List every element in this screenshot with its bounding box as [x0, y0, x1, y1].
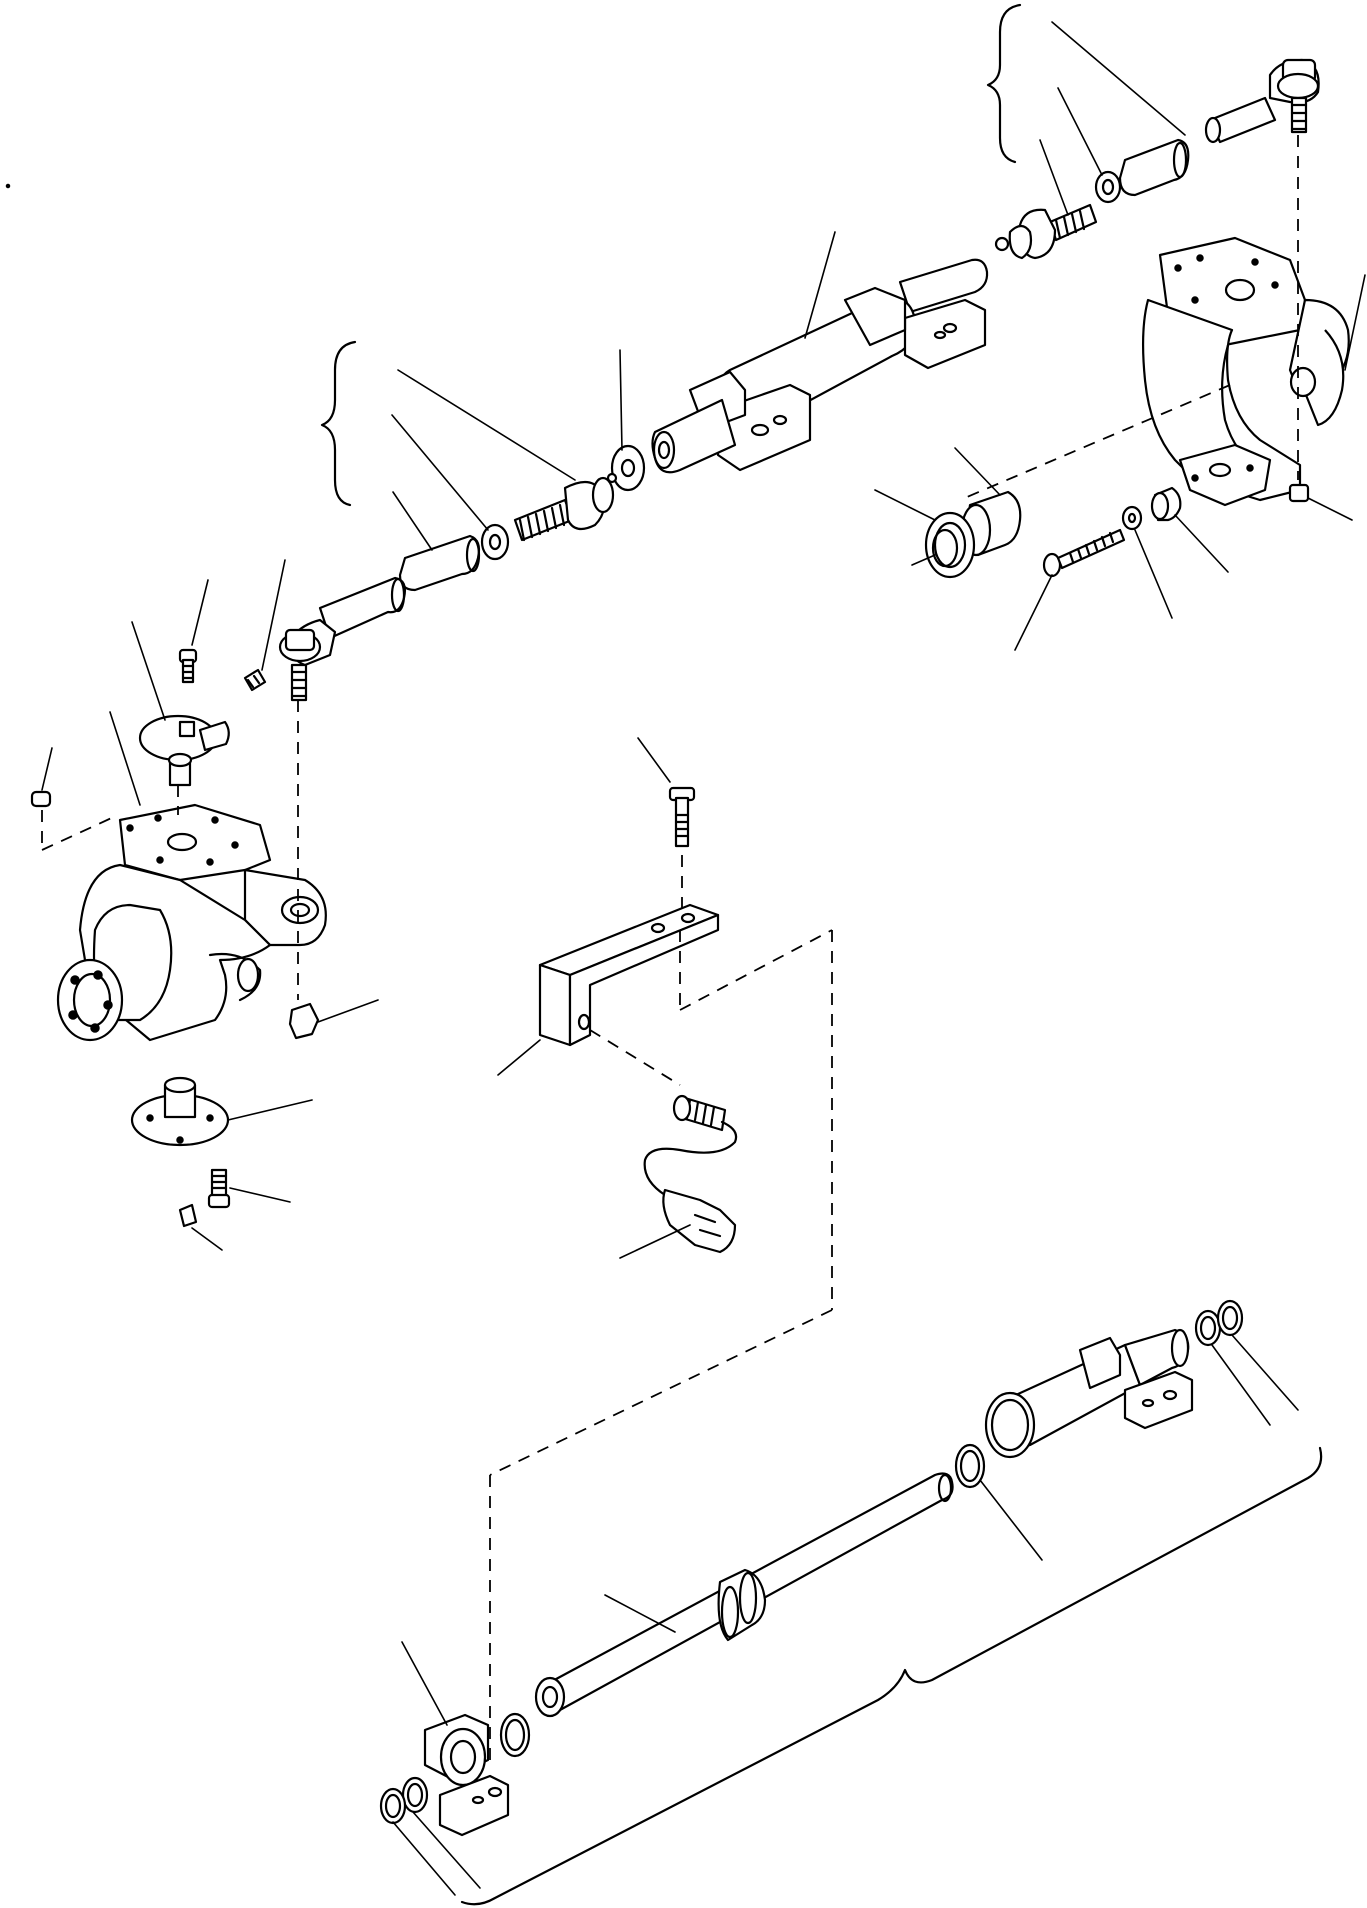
left-lower-grease-fitting — [178, 1203, 223, 1251]
left-tie-rod — [278, 491, 481, 702]
upper-right-brace — [986, 3, 1022, 164]
lower-cylinder-barrel — [984, 1328, 1194, 1459]
sensor-bracket — [497, 903, 833, 1310]
right-guide — [959, 135, 1353, 521]
left-small-nut — [30, 747, 119, 851]
left-lower-nut — [288, 999, 379, 1040]
lower-assembly-brace — [460, 1446, 1323, 1906]
left-grease-fitting — [243, 559, 286, 692]
right-bolt — [1014, 528, 1126, 651]
lower-o-rings-left — [379, 1776, 481, 1896]
lower-end-clevis — [401, 1641, 510, 1837]
left-king-pin-cap-bottom — [130, 1076, 313, 1147]
left-jam-nut — [391, 414, 510, 561]
upper-steering-cylinder — [651, 231, 989, 474]
washer-upper — [610, 349, 646, 492]
lower-piston-rod — [534, 1472, 954, 1718]
lower-piston-seal — [954, 1443, 1043, 1561]
upper-left-brace — [320, 340, 357, 507]
bracket-bolt — [637, 737, 696, 910]
left-steering-knuckle — [56, 711, 327, 1042]
right-jam-nut — [1057, 87, 1122, 204]
left-guide-lines — [177, 700, 299, 1000]
lower-o-rings-right — [1194, 1299, 1299, 1426]
margin-mark — [5, 183, 11, 189]
left-lower-bolt — [207, 1168, 291, 1209]
left-ball-joint — [397, 369, 618, 542]
left-top-bolt — [178, 579, 209, 684]
right-seal — [874, 489, 976, 579]
right-steering-knuckle — [1142, 236, 1366, 507]
right-bushing-small — [1150, 486, 1229, 573]
right-tie-rod — [1051, 21, 1320, 197]
proximity-sensor — [619, 1094, 738, 1259]
sensor-to-cylinder-guide — [489, 1309, 833, 1760]
lower-rod-seal — [499, 1712, 531, 1758]
right-ball-joint — [994, 139, 1098, 260]
left-king-pin-cap-top — [131, 621, 230, 787]
right-washer-small — [1121, 505, 1173, 619]
